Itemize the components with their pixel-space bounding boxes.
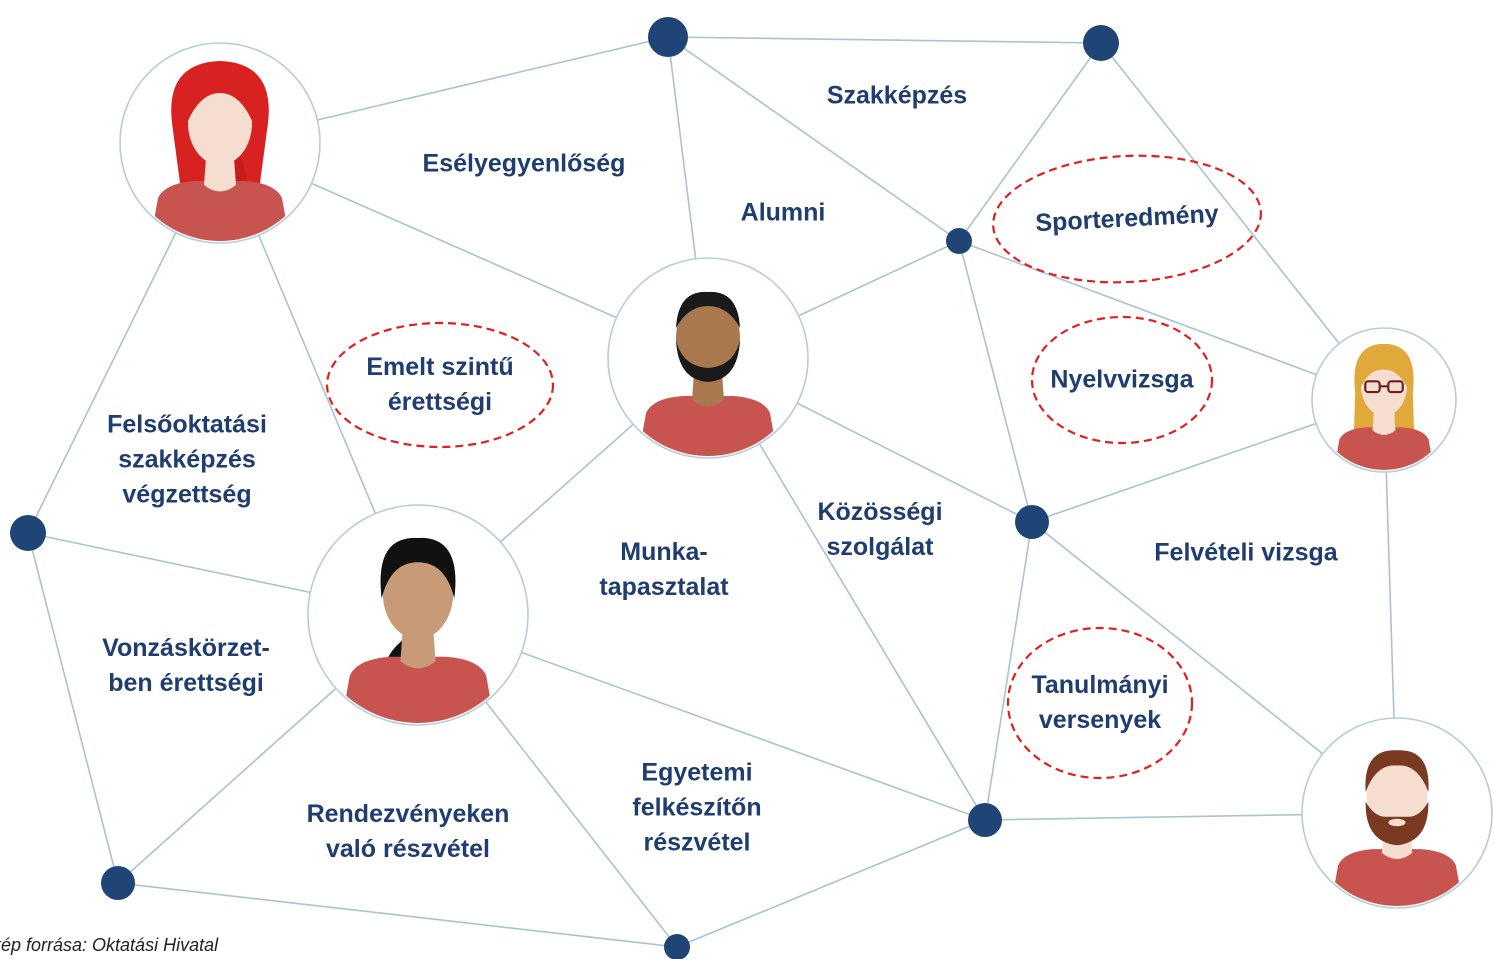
label-eselyegyenloseg: Esélyegyenlőség [423, 147, 626, 182]
network-node-dot [10, 515, 46, 551]
connection-line [958, 42, 1102, 242]
image-source-caption: kép forrása: Oktatási Hivatal [0, 935, 219, 955]
network-node-dot [648, 17, 688, 57]
connection-line [117, 882, 678, 948]
label-line: Emelt szintű [366, 353, 514, 381]
label-line: Egyetemi [641, 758, 753, 787]
label-line: Közösségi [817, 498, 943, 526]
label-line: Felvételi vizsga [1154, 538, 1338, 567]
label-line: szakképzés [118, 445, 256, 474]
label-line: Munka- [620, 538, 708, 566]
connection-line [667, 36, 1102, 44]
label-line: végzettség [122, 480, 252, 509]
label-line: Felsőoktatási [107, 410, 267, 439]
network-node-dot [664, 934, 690, 959]
label-line: Szakképzés [826, 81, 968, 110]
highlight-ellipse [992, 154, 1262, 284]
connection-line [676, 819, 986, 948]
woman-blonde-glasses-avatar-icon [1311, 327, 1457, 473]
label-line: szolgálat [826, 533, 934, 561]
label-line: részvétel [643, 828, 751, 857]
label-szakkepzes: Szakképzés [827, 79, 967, 114]
network-node-dot [968, 803, 1002, 837]
woman-black-hair-avatar-icon [307, 504, 529, 726]
label-emelt-szintu-erettsegi: Emelt szintű érettségi [366, 350, 513, 420]
label-rendezvenyeken-reszvetel: Rendezvényeken való részvétel [307, 797, 510, 867]
highlight-ellipse [325, 321, 555, 449]
network-node-dot [946, 228, 972, 254]
highlight-ellipse [1030, 315, 1214, 445]
connection-line [27, 532, 119, 884]
man-beard-avatar-icon [1301, 717, 1493, 909]
man-dark-skin-avatar-icon [607, 257, 809, 459]
connection-line [667, 36, 960, 242]
connection-line [958, 240, 1033, 523]
label-line: való részvétel [326, 835, 490, 863]
label-line: felkészítőn [632, 793, 762, 822]
connection-line [1100, 42, 1385, 401]
label-line: Esélyegyenlőség [422, 149, 626, 178]
label-kozossegi-szolgalat: Közösségi szolgálat [817, 495, 942, 565]
label-tanulmanyi-versenyek: Tanulmányi versenyek [1031, 668, 1168, 738]
label-line: versenyek [1038, 706, 1162, 734]
label-egyetemi-felkeszito: Egyetemi felkészítőn részvétel [632, 756, 761, 861]
network-nodes [10, 17, 1119, 959]
label-munkatapasztalat: Munka-tapasztalat [599, 535, 728, 605]
highlight-ellipse [1006, 626, 1194, 780]
label-line: Alumni [740, 198, 826, 227]
label-line: érettségi [387, 388, 493, 416]
label-vonzaskorzetben-erettsegi: Vonzáskörzet-ben érettségi [102, 631, 270, 701]
label-line: ben érettségi [108, 669, 264, 697]
label-line: Nyelvvizsga [1050, 365, 1194, 394]
network-node-dot [1083, 25, 1119, 61]
label-nyelvvizsga: Nyelvvizsga [1050, 363, 1193, 398]
woman-red-hair-avatar-icon [119, 42, 321, 244]
connection-line [984, 521, 1033, 821]
label-line: Rendezvényeken [306, 800, 510, 828]
network-node-dot [1015, 505, 1049, 539]
label-line: tapasztalat [599, 573, 729, 601]
label-line: Vonzáskörzet- [102, 634, 270, 662]
label-felveteli-vizsga: Felvételi vizsga [1154, 536, 1337, 571]
label-line: Tanulmányi [1031, 671, 1169, 699]
network-node-dot [101, 866, 135, 900]
highlight-ellipses [325, 154, 1262, 780]
label-alumni: Alumni [741, 196, 826, 231]
label-felsooktatasi-szakkepzes: Felsőoktatási szakképzés végzettség [107, 408, 267, 513]
